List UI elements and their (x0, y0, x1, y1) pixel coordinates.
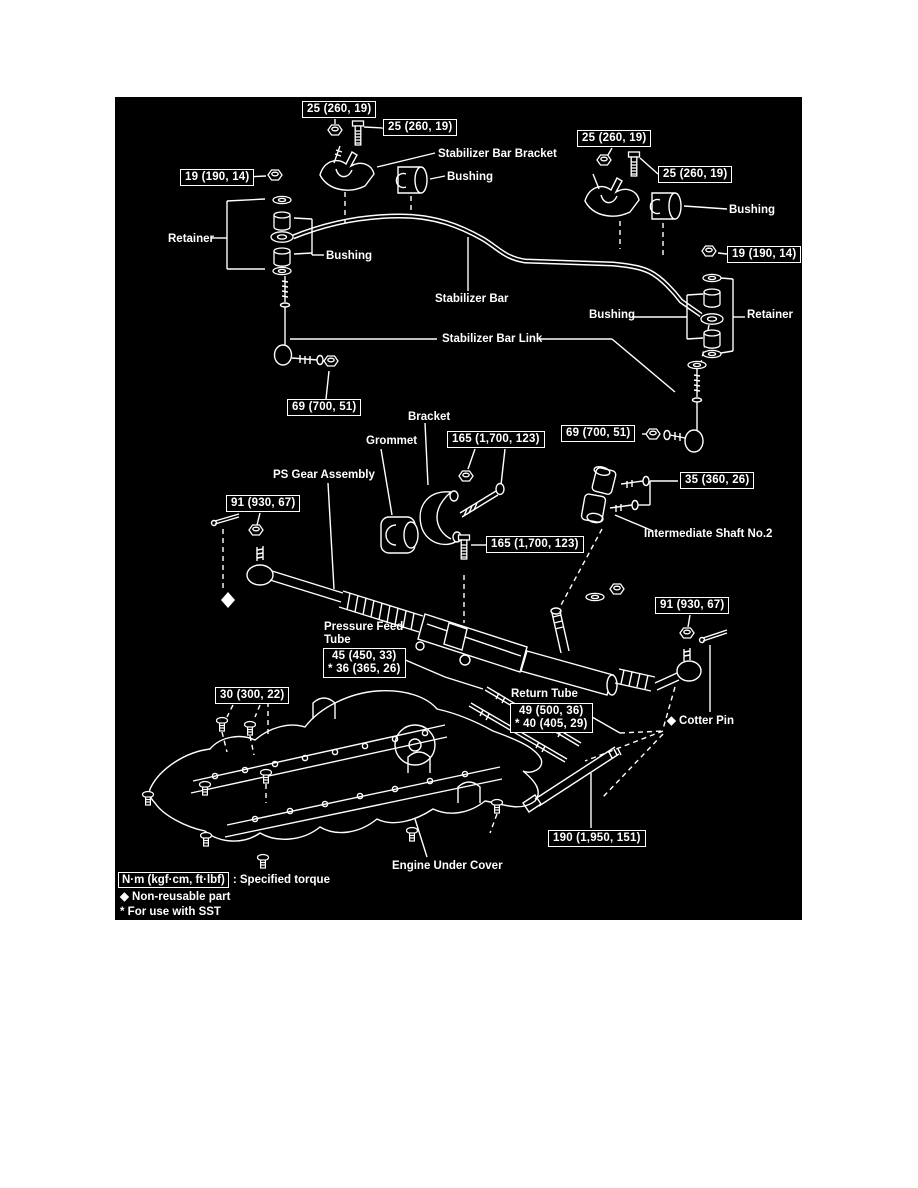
part-label: Grommet (366, 435, 418, 447)
part-label: Bushing (447, 171, 493, 183)
retainer-stack-right-art (632, 245, 745, 359)
legend-sst: * For use with SST (120, 906, 221, 918)
legend-torque: N·m (kgf·cm, ft·lbf): Specified torque (118, 872, 330, 888)
part-label: Stabilizer Bar Bracket (438, 148, 557, 160)
engine-under-cover-art (148, 689, 543, 842)
leader-lines (221, 119, 728, 858)
retainer-stack-left-art (211, 169, 324, 276)
part-label: Bushing (729, 204, 775, 216)
torque-spec-box: 45 (450, 33)* 36 (365, 26) (323, 648, 406, 678)
ps-gear-art (210, 513, 728, 696)
part-label: Bushing (589, 309, 635, 321)
diagram-panel: N·m (kgf·cm, ft·lbf): Specified torque ◆… (115, 97, 802, 920)
torque-spec-box: 19 (190, 14) (727, 246, 802, 263)
torque-spec-box: 91 (930, 67) (655, 597, 730, 614)
stabilizer-bracket-left-art (319, 120, 428, 194)
part-label: Engine Under Cover (392, 860, 503, 872)
stabilizer-link-right-art (645, 360, 707, 453)
torque-spec-box: 19 (190, 14) (180, 169, 255, 186)
torque-spec-box: 25 (260, 19) (383, 119, 458, 136)
torque-spec-box: 25 (260, 19) (577, 130, 652, 147)
tubes-art (468, 686, 582, 763)
part-label: Intermediate Shaft No.2 (644, 528, 773, 540)
torque-spec-box: 91 (930, 67) (226, 495, 301, 512)
part-label: ◆ Cotter Pin (667, 715, 734, 727)
part-label: Stabilizer Bar Link (442, 333, 543, 345)
grommet-bracket-art (380, 470, 505, 560)
torque-spec-box: 35 (360, 26) (680, 472, 755, 489)
torque-spec-box: 25 (260, 19) (302, 101, 377, 118)
legend-torque-unit: N·m (kgf·cm, ft·lbf) (118, 872, 229, 888)
part-label: Retainer (168, 233, 215, 245)
part-label: PS Gear Assembly (273, 469, 375, 481)
torque-spec-box: 165 (1,700, 123) (447, 431, 545, 448)
intermediate-shaft-art (580, 465, 650, 524)
part-label: Bushing (326, 250, 372, 262)
torque-spec-box: 165 (1,700, 123) (486, 536, 584, 553)
legend-non-reusable: ◆ Non-reusable part (120, 891, 231, 903)
torque-spec-box: 190 (1,950, 151) (548, 830, 646, 847)
torque-spec-box: 69 (700, 51) (287, 399, 362, 416)
stabilizer-bracket-right-art (584, 151, 682, 220)
stabilizer-link-left-art (273, 276, 339, 367)
torque-spec-box: 49 (500, 36)* 40 (405, 29) (510, 703, 593, 733)
part-label: Return Tube (511, 688, 578, 700)
legend-torque-suffix: : Specified torque (232, 874, 330, 886)
torque-spec-box: 25 (260, 19) (658, 166, 733, 183)
long-bolt-art (522, 746, 622, 813)
part-label: Retainer (747, 309, 794, 321)
torque-spec-box: 30 (300, 22) (215, 687, 290, 704)
part-label: Stabilizer Bar (435, 293, 509, 305)
stabilizer-bar-art (292, 213, 703, 318)
torque-spec-box: 69 (700, 51) (561, 425, 636, 442)
part-label: Bracket (408, 411, 451, 423)
diagram-line-art (141, 119, 745, 869)
